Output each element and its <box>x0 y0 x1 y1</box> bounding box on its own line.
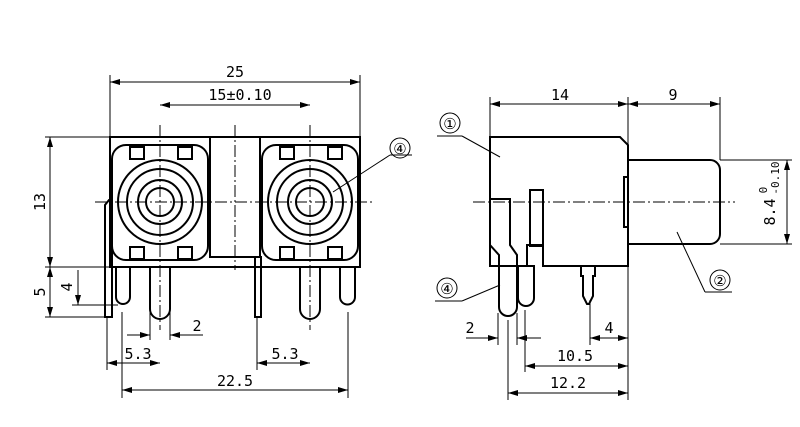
dim-12-2: 12.2 <box>550 374 586 392</box>
callout-4-side: ④ <box>440 280 453 298</box>
front-view: 25 15±0.10 13 5 4 2 5.3 5.3 22.5 ④ <box>31 63 412 398</box>
side-body <box>489 136 629 267</box>
dim-cap: 9 <box>668 86 677 104</box>
dim-pin-width: 2 <box>465 319 474 337</box>
callout-1: ① <box>443 115 456 133</box>
dim-pin-span: 22.5 <box>217 372 253 390</box>
callout-4-front: ④ <box>393 140 406 158</box>
dim-pin-short: 4 <box>58 282 76 291</box>
dim-cap-dia: 8.4 <box>761 198 779 225</box>
dim-pin-long: 5 <box>31 287 49 296</box>
dim-10-5: 10.5 <box>557 347 593 365</box>
dim-pin-gap: 2 <box>192 317 201 335</box>
dim-left-offset: 5.3 <box>124 345 151 363</box>
side-pin-4 <box>489 198 518 317</box>
dim-body: 14 <box>551 86 569 104</box>
dim-width: 25 <box>226 63 244 81</box>
side-view: 14 9 8.4 0 -0.10 2 4 10.5 12.2 ① ② ④ <box>435 86 792 400</box>
dim-right-offset: 5.3 <box>271 345 298 363</box>
dim-cap-tol-lower: -0.10 <box>769 161 782 194</box>
dim-pin-rear: 4 <box>604 319 613 337</box>
dim-height: 13 <box>31 193 49 211</box>
callout-2: ② <box>713 272 726 290</box>
dim-cap-tol-upper: 0 <box>757 187 770 194</box>
dim-pitch: 15±0.10 <box>208 86 271 104</box>
